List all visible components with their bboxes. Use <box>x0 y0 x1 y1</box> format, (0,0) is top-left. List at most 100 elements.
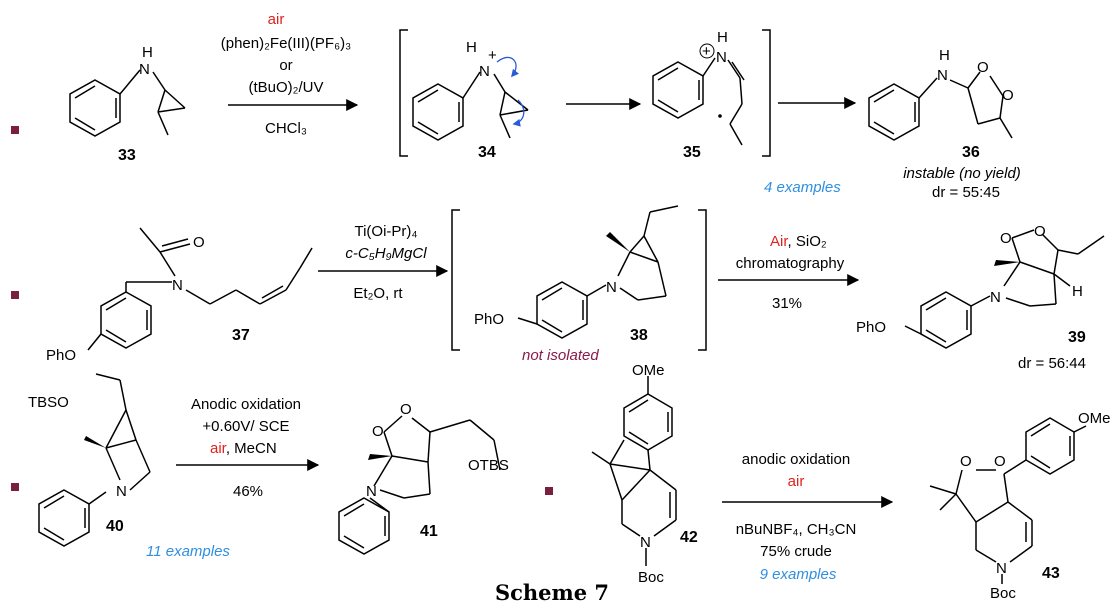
dr-row1: dr = 55:45 <box>932 184 1000 201</box>
n-atom: N <box>139 61 150 78</box>
o-atom: O <box>977 59 989 76</box>
radical-cation-mark: + <box>488 47 497 64</box>
n-atom: N <box>716 49 727 66</box>
molecule-38 <box>517 205 679 339</box>
molecule-34 <box>412 71 529 141</box>
reagent-air: Air, SiO₂ <box>770 233 827 250</box>
n-atom: N <box>996 560 1007 577</box>
reagent-anodic: anodic oxidation <box>742 451 850 468</box>
examples-row3-right: 9 examples <box>760 566 837 583</box>
o-atom: O <box>1034 223 1046 240</box>
n-atom: N <box>479 63 490 80</box>
molecule-35 <box>652 57 745 146</box>
reagent-fe: (phen)₂Fe(III)(PF₆)₃ <box>221 35 352 52</box>
h-atom: H <box>1072 283 1083 300</box>
bracket-left-row1 <box>399 29 408 157</box>
ome-group: OMe <box>632 362 665 379</box>
note-not-isolated: not isolated <box>522 347 599 364</box>
compound-33-label: 33 <box>118 147 136 164</box>
o-atom: O <box>372 423 384 440</box>
compound-39-label: 39 <box>1068 329 1086 346</box>
reagent-or: or <box>279 57 292 74</box>
reagent-chcl3: CHCl₃ <box>265 120 307 137</box>
molecule-43 <box>929 417 1087 584</box>
reagent-et2o: Et₂O, rt <box>353 285 403 302</box>
reagent-ti: Ti(Oi-Pr)₄ <box>354 223 417 240</box>
bracket-left-row2 <box>451 209 460 351</box>
n-atom: N <box>606 279 617 296</box>
yield-46: 46% <box>233 483 263 500</box>
radical-dot <box>718 114 722 118</box>
reagent-potential: +0.60V/ SCE <box>202 418 289 435</box>
tbso-group: TBSO <box>28 394 69 411</box>
reagent-anodic: Anodic oxidation <box>191 396 301 413</box>
n-atom: N <box>640 534 651 551</box>
compound-43-label: 43 <box>1042 565 1060 582</box>
n-atom: N <box>366 483 377 500</box>
pho-group: PhO <box>46 347 76 364</box>
molecule-39 <box>904 229 1105 349</box>
h-atom: H <box>717 29 728 46</box>
molecule-40 <box>38 373 151 547</box>
bracket-right-row1 <box>762 29 771 157</box>
compound-38-label: 38 <box>630 327 648 344</box>
electron-arrow-1 <box>496 56 519 78</box>
h-atom: H <box>466 39 477 56</box>
bracket-right-row2 <box>698 209 707 351</box>
compound-36-label: 36 <box>962 144 980 161</box>
reagent-air: air <box>268 11 285 28</box>
examples-row1: 4 examples <box>764 179 841 196</box>
wedge-methyl <box>606 232 630 252</box>
bullet-row3 <box>11 483 19 491</box>
compound-35-label: 35 <box>683 144 701 161</box>
pho-group: PhO <box>856 319 886 336</box>
bullet-row2 <box>11 291 19 299</box>
compound-37-label: 37 <box>232 327 250 344</box>
o-atom: O <box>960 453 972 470</box>
wedge-methyl <box>84 436 106 448</box>
pho-group: PhO <box>474 311 504 328</box>
reagent-chromatography: chromatography <box>736 255 845 272</box>
compound-40-label: 40 <box>106 518 124 535</box>
reagent-air: air <box>788 473 805 490</box>
boc-group: Boc <box>638 569 664 586</box>
boc-group: Boc <box>990 585 1016 602</box>
molecule-42 <box>591 376 677 566</box>
h-atom: H <box>939 47 950 64</box>
plus-charge-circle <box>699 43 715 59</box>
otbs-group: OTBS <box>468 457 509 474</box>
n-atom: N <box>116 483 127 500</box>
compound-42-label: 42 <box>680 529 698 546</box>
n-atom: N <box>172 277 183 294</box>
wedge-methyl <box>368 454 392 460</box>
o-atom: O <box>1002 87 1014 104</box>
reagent-grignard: c-C₅H₉MgCl <box>345 245 427 262</box>
yield-crude: 75% crude <box>760 543 832 560</box>
yield-31: 31% <box>772 295 802 312</box>
o-atom: O <box>994 453 1006 470</box>
scheme-title: Scheme 7 <box>495 580 609 605</box>
compound-41-label: 41 <box>420 523 438 540</box>
dr-row2: dr = 56:44 <box>1018 355 1086 372</box>
reagent-nbunbf4: nBuNBF₄, CH₃CN <box>736 521 857 538</box>
ome-group: OMe <box>1078 410 1110 427</box>
note-instable: instable (no yield) <box>903 165 1021 182</box>
n-atom: N <box>937 67 948 84</box>
molecule-36 <box>868 71 1013 141</box>
o-atom: O <box>1000 230 1012 247</box>
examples-row3-left: 11 examples <box>146 543 230 560</box>
reagent-air: air, MeCN <box>210 440 277 457</box>
plus-charge: + <box>702 43 711 60</box>
n-atom: N <box>990 289 1001 306</box>
bullet-row3-right <box>545 487 553 495</box>
o-atom: O <box>400 401 412 418</box>
o-atom: O <box>193 234 205 251</box>
wedge-methyl <box>994 260 1020 266</box>
reagent-tbuo: (tBuO)₂/UV <box>249 79 324 96</box>
compound-34-label: 34 <box>478 144 496 161</box>
bullet-row1 <box>11 126 19 134</box>
molecule-33 <box>69 69 186 137</box>
molecule-37 <box>87 227 313 351</box>
electron-arrow-2 <box>512 99 525 127</box>
